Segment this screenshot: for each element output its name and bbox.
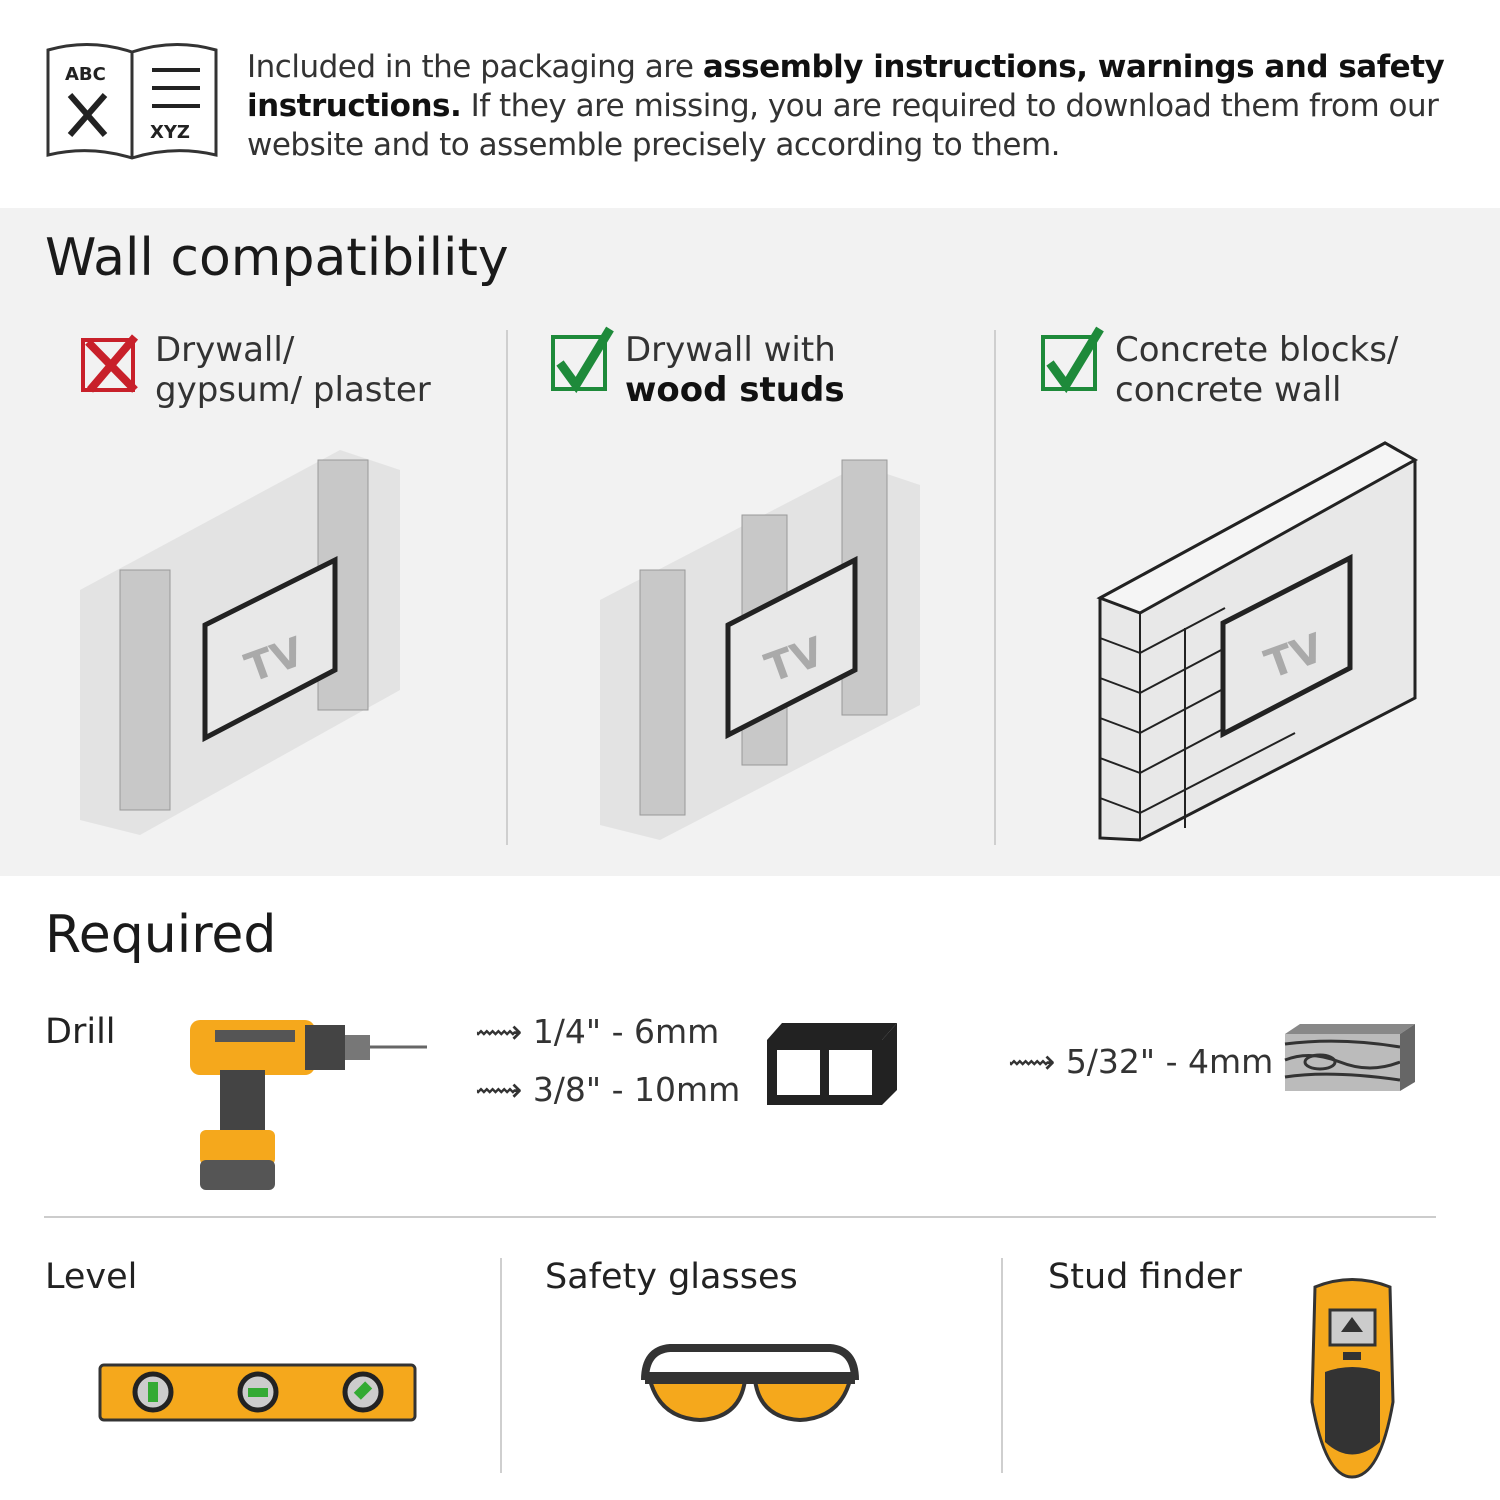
drywall-studs-illustration: TV [600,459,920,840]
svg-text:XYZ: XYZ [150,122,190,143]
divider [994,330,996,845]
wall-type-concrete: Concrete blocks/concrete wall [1115,330,1399,410]
divider [44,1216,1436,1218]
divider [500,1258,502,1473]
drill-bit-concrete-1: ⟿ 1/4" - 6mm [475,1012,720,1051]
required-title: Required [45,905,277,965]
wall-type-drywall: Drywall/gypsum/ plaster [155,330,431,410]
concrete-block-icon [767,1023,897,1105]
safety-glasses-label: Safety glasses [545,1257,798,1297]
level-icon [98,1363,417,1422]
safety-glasses-icon [641,1344,859,1423]
divider [506,330,508,845]
wall-compatibility-title: Wall compatibility [45,228,509,288]
drill-bit-wood: ⟿ 5/32" - 4mm [1008,1042,1274,1081]
drill-bit-concrete-2: ⟿ 3/8" - 10mm [475,1070,741,1109]
drywall-illustration: TV [80,450,400,835]
stud-finder-label: Stud finder [1048,1257,1242,1297]
check-icon [1041,326,1104,394]
stud-finder-icon [1310,1278,1395,1479]
concrete-wall-illustration: TV [1096,441,1419,842]
level-label: Level [45,1257,138,1297]
drill-label: Drill [45,1012,116,1052]
divider [1001,1258,1003,1473]
drill-icon [190,1020,427,1190]
intro-text: Included in the packaging are assembly i… [247,49,1445,163]
svg-text:ABC: ABC [65,64,106,85]
check-icon [551,326,614,394]
wood-block-icon [1284,1024,1415,1091]
cross-icon [81,334,139,393]
instruction-book-icon: ABC XYZ [46,43,218,160]
